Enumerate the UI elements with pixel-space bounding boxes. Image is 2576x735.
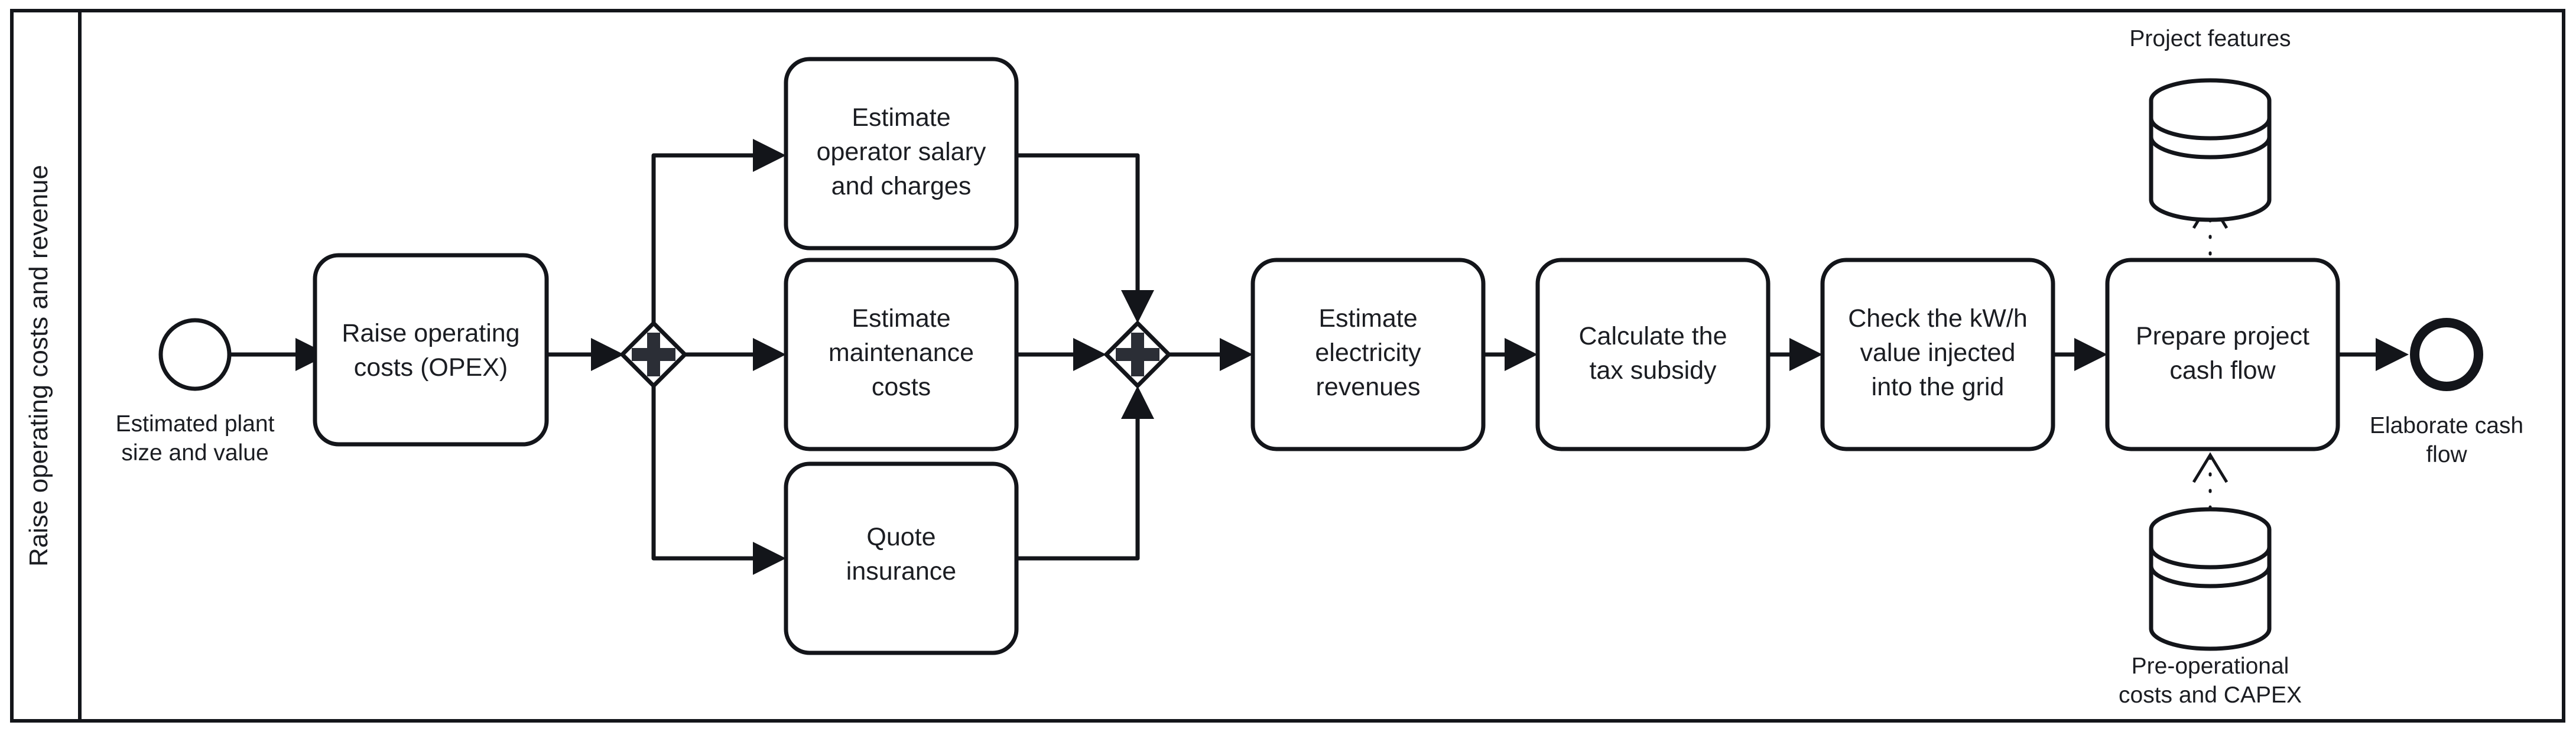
data-store-ring-2-bottom — [2149, 565, 2272, 588]
task-prepare-project-cash-flow-line2: cash flow — [2169, 356, 2276, 385]
end-event[interactable]: Elaborate cash flow — [2370, 318, 2523, 467]
task-estimate-operator-salary-line3: and charges — [831, 172, 972, 200]
task-quote-insurance-line2: insurance — [846, 557, 956, 586]
data-store-ring-1-bottom — [2149, 547, 2272, 570]
flow-split-to-operator-salary — [651, 139, 786, 323]
task-calculate-tax-subsidy[interactable]: Calculate the tax subsidy — [1535, 258, 1771, 451]
task-estimate-maintenance-costs[interactable]: Estimate maintenance costs — [784, 258, 1019, 451]
task-estimate-operator-salary-line1: Estimate — [852, 103, 950, 132]
flow-maintenance-to-join — [1016, 338, 1106, 371]
task-check-kwh-value-line2: value injected — [1860, 339, 2016, 367]
data-store-project-features[interactable]: Project features — [2129, 26, 2291, 222]
data-store-ring-2-top — [2149, 136, 2272, 160]
data-association-preop-capex — [2192, 452, 2229, 510]
task-estimate-electricity-revenues-line3: revenues — [1316, 373, 1421, 401]
end-event-label-line2: flow — [2426, 442, 2467, 467]
task-check-kwh-value[interactable]: Check the kW/h value injected into the g… — [1820, 258, 2055, 451]
parallel-gateway-join[interactable] — [1103, 320, 1172, 389]
task-estimate-electricity-revenues-line2: electricity — [1315, 339, 1421, 367]
flow-tax-subsidy-to-kwh-check — [1768, 338, 1823, 371]
task-prepare-project-cash-flow-line1: Prepare project — [2136, 322, 2309, 350]
task-calculate-tax-subsidy-box[interactable] — [1535, 258, 1771, 451]
task-prepare-project-cash-flow-box[interactable] — [2105, 258, 2340, 451]
task-quote-insurance-line1: Quote — [866, 523, 935, 551]
plus-icon-horizontal-split — [632, 348, 675, 361]
flow-join-to-electricity-revenues — [1169, 338, 1253, 371]
task-estimate-maintenance-costs-line3: costs — [872, 373, 931, 401]
task-estimate-electricity-revenues[interactable]: Estimate electricity revenues — [1250, 258, 1486, 451]
task-check-kwh-value-line3: into the grid — [1872, 373, 2005, 401]
flow-kwh-check-to-prepare-cashflow — [2053, 338, 2107, 371]
start-event-label-line1: Estimated plant — [116, 411, 275, 437]
end-event-label-line1: Elaborate cash — [2370, 413, 2523, 438]
data-store-preop-costs-capex-label-line2: costs and CAPEX — [2119, 682, 2302, 708]
data-store-project-features-cylinder[interactable] — [2149, 78, 2272, 222]
task-estimate-maintenance-costs-line1: Estimate — [852, 304, 950, 333]
flow-split-to-maintenance — [685, 338, 786, 371]
data-store-project-features-label: Project features — [2129, 26, 2291, 51]
parallel-gateway-split[interactable] — [619, 320, 688, 389]
task-quote-insurance[interactable]: Quote insurance — [784, 461, 1019, 655]
task-estimate-electricity-revenues-box[interactable] — [1250, 258, 1486, 451]
flow-quote-insurance-to-join — [1016, 386, 1154, 561]
task-estimate-maintenance-costs-line2: maintenance — [829, 339, 974, 367]
data-store-ring-1-top — [2149, 118, 2272, 141]
task-estimate-operator-salary-line2: operator salary — [817, 138, 986, 166]
start-event-circle[interactable] — [158, 318, 232, 391]
task-raise-operating-costs-box[interactable] — [313, 253, 549, 447]
flow-split-to-quote-insurance — [651, 386, 786, 575]
task-calculate-tax-subsidy-line1: Calculate the — [1579, 322, 1727, 350]
task-raise-operating-costs-line2: costs (OPEX) — [354, 353, 508, 382]
flow-start-to-raise-opex — [229, 338, 329, 371]
task-check-kwh-value-line1: Check the kW/h — [1848, 304, 2028, 333]
task-quote-insurance-box[interactable] — [784, 461, 1019, 655]
task-estimate-operator-salary-box[interactable] — [784, 57, 1019, 251]
task-calculate-tax-subsidy-line2: tax subsidy — [1589, 356, 1717, 385]
task-raise-operating-costs-line1: Raise operating — [342, 319, 519, 347]
flow-electricity-to-tax-subsidy — [1483, 338, 1538, 371]
task-raise-operating-costs[interactable]: Raise operating costs (OPEX) — [313, 253, 549, 447]
flow-raise-opex-to-split — [547, 338, 624, 371]
start-event-label-line2: size and value — [121, 440, 268, 466]
flow-prepare-cashflow-to-end — [2338, 338, 2409, 371]
task-estimate-operator-salary[interactable]: Estimate operator salary and charges — [784, 57, 1019, 251]
lane-label: Raise operating costs and revenue — [24, 165, 53, 567]
end-event-circle[interactable] — [2410, 318, 2483, 391]
data-store-preop-costs-capex[interactable]: Pre-operational costs and CAPEX — [2119, 507, 2302, 708]
start-event[interactable]: Estimated plant size and value — [116, 318, 275, 466]
plus-icon-horizontal-join — [1116, 348, 1159, 361]
data-store-preop-costs-capex-cylinder[interactable] — [2149, 507, 2272, 651]
task-check-kwh-value-box[interactable] — [1820, 258, 2055, 451]
task-estimate-maintenance-costs-box[interactable] — [784, 258, 1019, 451]
task-estimate-electricity-revenues-line1: Estimate — [1318, 304, 1417, 333]
data-store-preop-costs-capex-label-line1: Pre-operational — [2132, 653, 2289, 679]
task-prepare-project-cash-flow[interactable]: Prepare project cash flow — [2105, 258, 2340, 451]
flow-operator-salary-to-join — [1016, 153, 1154, 323]
